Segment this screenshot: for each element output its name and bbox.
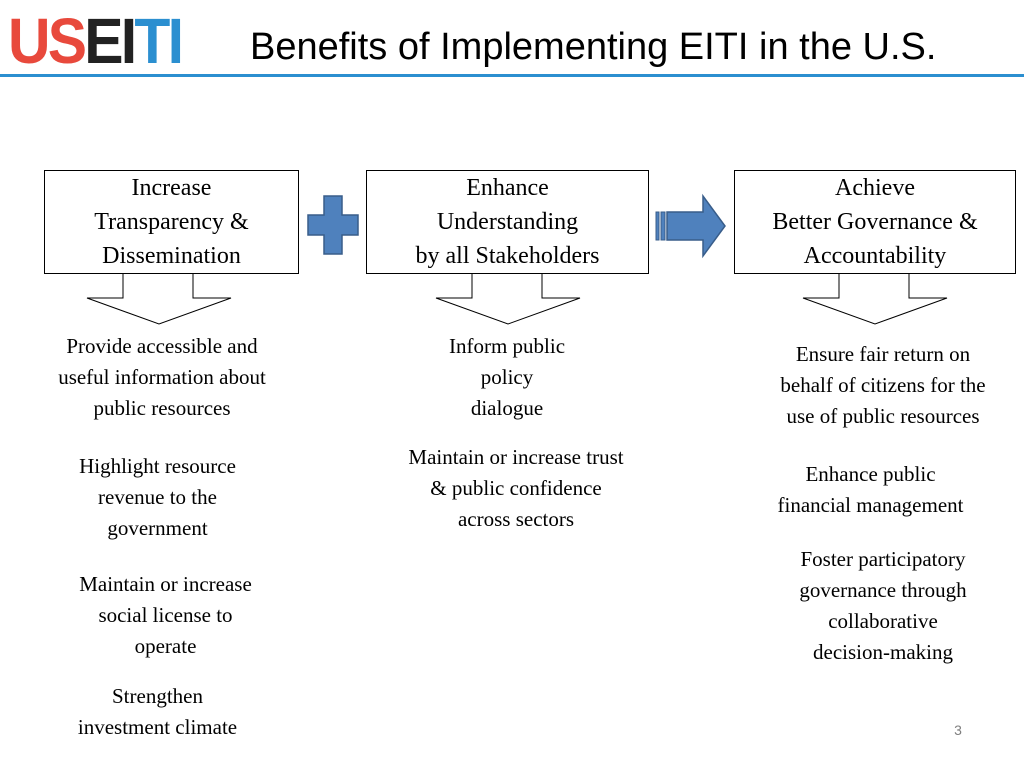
- page-number: 3: [954, 722, 962, 738]
- logo-ei: EI: [84, 5, 137, 77]
- down-arrow-callout-icon: [435, 274, 581, 325]
- box-understanding: Enhance Understanding by all Stakeholder…: [366, 170, 649, 274]
- logo-ti: TI: [134, 5, 184, 77]
- benefit-public-trust: Maintain or increase trust & public conf…: [408, 445, 624, 531]
- striped-right-arrow-icon: [655, 193, 726, 259]
- down-arrow-callout-icon: [802, 274, 948, 325]
- header-divider: [0, 74, 1024, 77]
- box-governance: Achieve Better Governance & Accountabili…: [734, 170, 1016, 274]
- down-arrow-callout-icon: [86, 274, 232, 325]
- benefit-investment-climate: Strengthen investment climate: [77, 684, 238, 739]
- benefit-accessible-information: Provide accessible and useful informatio…: [58, 334, 266, 420]
- benefit-financial-management: Enhance public financial management: [777, 462, 964, 517]
- plus-icon: [307, 195, 359, 255]
- benefit-participatory-governance: Foster participatory governance through …: [799, 547, 967, 664]
- logo-us: US: [8, 5, 87, 77]
- page-title: Benefits of Implementing EITI in the U.S…: [250, 26, 937, 68]
- useiti-logo: USEITI: [8, 9, 184, 73]
- benefit-highlight-revenue: Highlight resource revenue to the govern…: [79, 454, 236, 540]
- benefit-fair-return: Ensure fair return on behalf of citizens…: [780, 342, 986, 428]
- benefit-social-license: Maintain or increase social license to o…: [79, 572, 252, 658]
- benefit-inform-policy: Inform public policy dialogue: [448, 334, 566, 420]
- box-transparency: Increase Transparency & Dissemination: [44, 170, 299, 274]
